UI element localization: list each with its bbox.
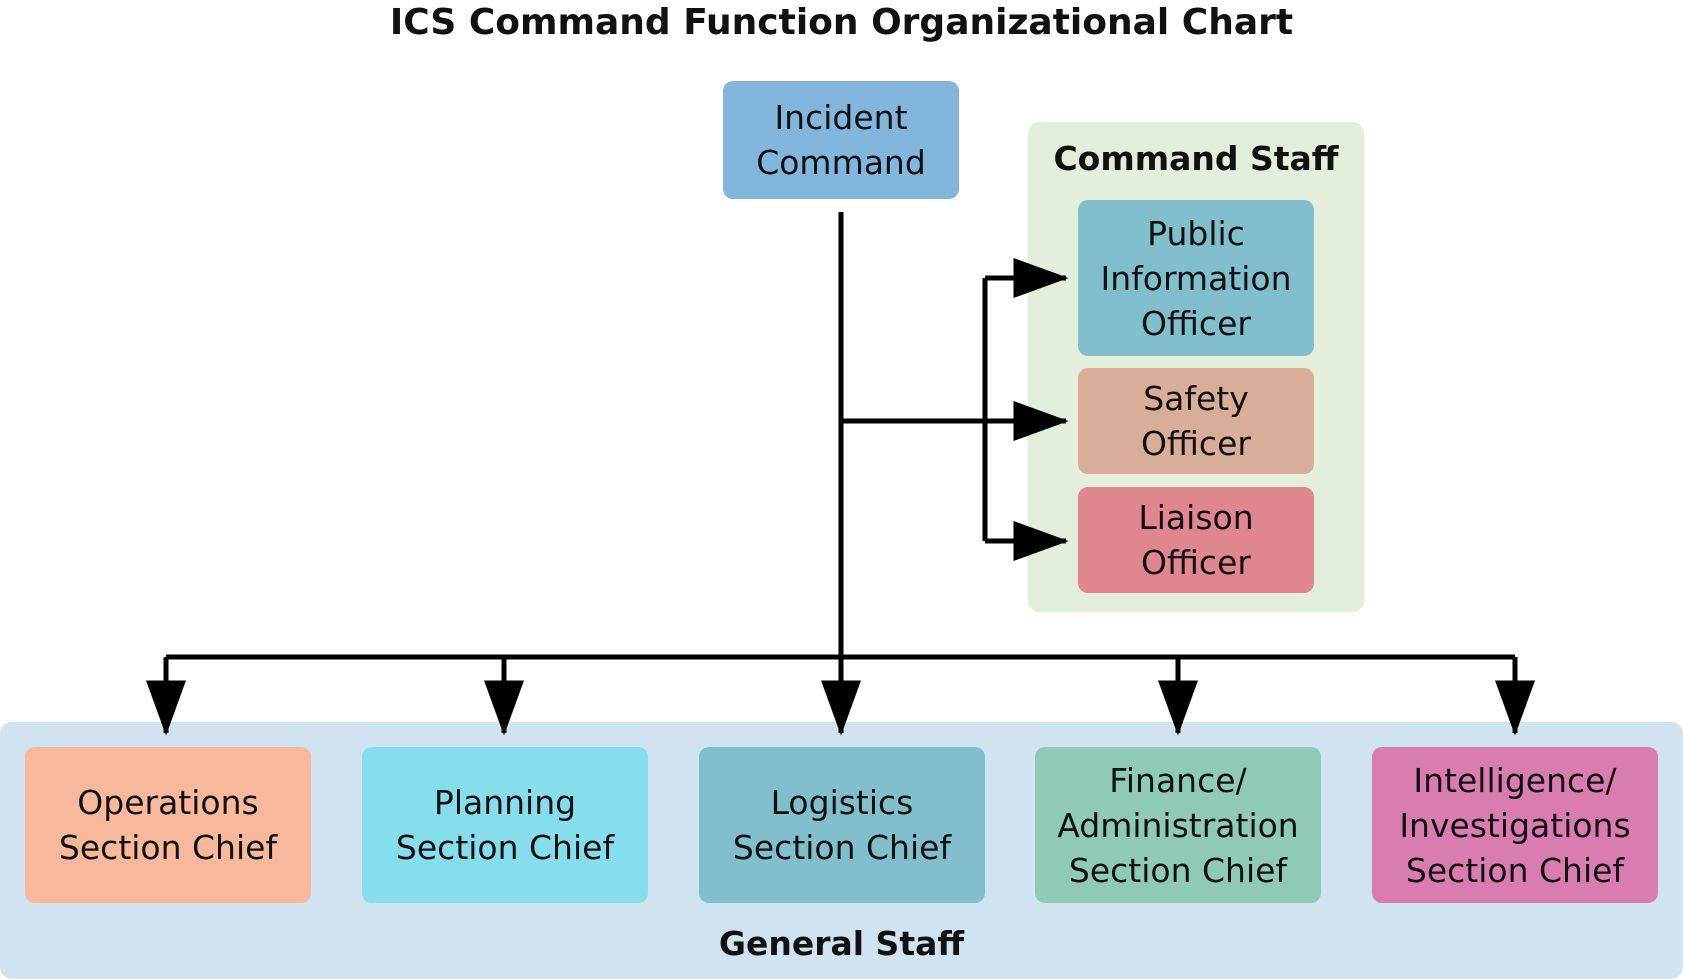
liaison-officer-node: Liaison Officer xyxy=(1078,487,1314,593)
safety-officer-node: Safety Officer xyxy=(1078,368,1314,474)
public-information-officer-node: Public Information Officer xyxy=(1078,200,1314,356)
planning-section-chief-node: Planning Section Chief xyxy=(362,747,648,903)
general-staff-label: General Staff xyxy=(718,924,965,963)
planning-section-chief-label: Planning Section Chief xyxy=(395,783,615,867)
logistics-section-chief-label: Logistics Section Chief xyxy=(732,783,952,867)
incident-command-label: Incident Command xyxy=(756,98,926,182)
operations-section-chief-node: Operations Section Chief xyxy=(25,747,311,903)
command-staff-label: Command Staff xyxy=(1053,139,1339,178)
operations-section-chief-label: Operations Section Chief xyxy=(58,783,278,867)
liaison-officer-label: Liaison Officer xyxy=(1138,498,1254,582)
safety-officer-label: Safety Officer xyxy=(1141,379,1251,463)
logistics-section-chief-node: Logistics Section Chief xyxy=(699,747,985,903)
finance-administration-section-chief-label: Finance/ Administration Section Chief xyxy=(1057,760,1299,890)
incident-command-node: Incident Command xyxy=(723,81,959,199)
intelligence-investigations-section-chief-label: Intelligence/ Investigations Section Chi… xyxy=(1399,760,1631,890)
public-information-officer-label: Public Information Officer xyxy=(1100,213,1292,343)
finance-administration-section-chief-node: Finance/ Administration Section Chief xyxy=(1035,747,1321,903)
intelligence-investigations-section-chief-node: Intelligence/ Investigations Section Chi… xyxy=(1372,747,1658,903)
chart-title: ICS Command Function Organizational Char… xyxy=(389,2,1294,43)
